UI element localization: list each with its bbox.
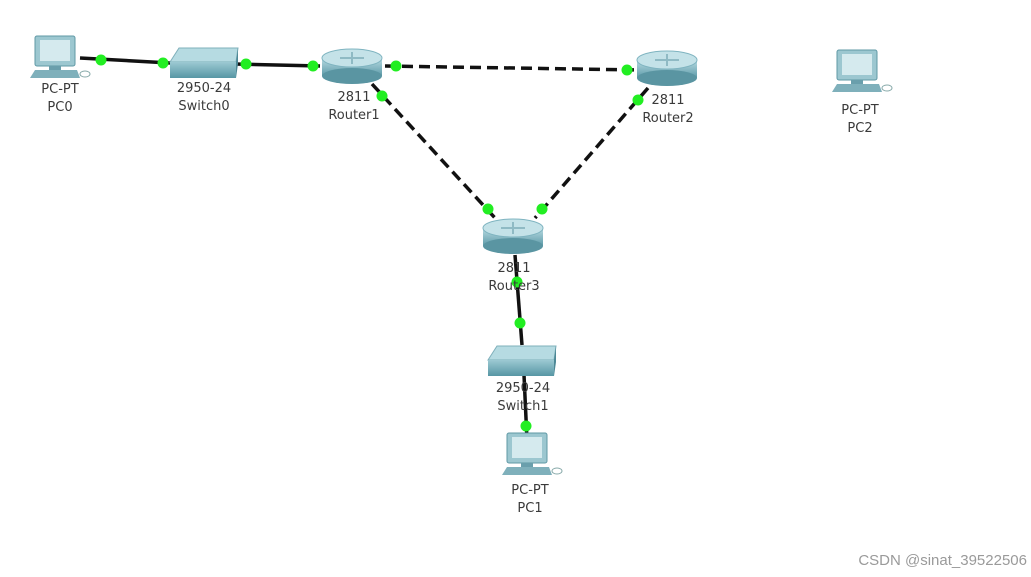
router1-name-label: Router1 <box>328 108 379 123</box>
port-status-light <box>307 60 319 72</box>
pc0-name-label: PC0 <box>47 100 72 115</box>
router3-name-label: Router3 <box>488 279 539 294</box>
switch0-switch-icon[interactable] <box>169 47 239 78</box>
switch0-model-label: 2950-24 <box>177 81 231 96</box>
pc0-model-label: PC-PT <box>41 82 78 97</box>
router2-name-label: Router2 <box>642 111 693 126</box>
router1-model-label: 2811 <box>337 90 370 105</box>
link-router1-router3[interactable] <box>370 82 497 220</box>
pc1-model-label: PC-PT <box>511 483 548 498</box>
pc1-name-label: PC1 <box>517 501 542 516</box>
port-status-light <box>482 203 494 215</box>
switch1-name-label: Switch1 <box>497 399 548 414</box>
pc0-pc-icon[interactable] <box>30 35 91 78</box>
port-status-light <box>240 58 252 70</box>
switch1-switch-icon[interactable] <box>487 345 557 376</box>
port-status-light <box>514 317 526 329</box>
link-pc0-switch0[interactable] <box>79 56 171 65</box>
port-status-light <box>536 203 548 215</box>
router1-router-icon[interactable] <box>321 48 383 84</box>
link-router2-router3[interactable] <box>533 86 650 220</box>
port-status-light <box>95 54 107 66</box>
router3-router-icon[interactable] <box>482 218 544 254</box>
router2-router-icon[interactable] <box>636 50 698 86</box>
link-router1-router2[interactable] <box>384 64 641 72</box>
pc2-name-label: PC2 <box>847 121 872 136</box>
link-router3-switch1[interactable] <box>513 254 524 346</box>
router2-model-label: 2811 <box>651 93 684 108</box>
port-status-light <box>376 90 388 102</box>
port-status-light <box>157 57 169 69</box>
switch1-model-label: 2950-24 <box>496 381 550 396</box>
router3-model-label: 2811 <box>497 261 530 276</box>
port-status-light <box>520 420 532 432</box>
pc2-pc-icon[interactable] <box>832 49 893 92</box>
port-status-light <box>621 64 633 76</box>
pc1-pc-icon[interactable] <box>502 432 563 475</box>
port-status-light <box>390 60 402 72</box>
port-status-light <box>632 94 644 106</box>
pc2-model-label: PC-PT <box>841 103 878 118</box>
watermark: CSDN @sinat_39522506 <box>858 552 1027 569</box>
switch0-name-label: Switch0 <box>178 99 229 114</box>
port-status-light <box>511 276 523 288</box>
